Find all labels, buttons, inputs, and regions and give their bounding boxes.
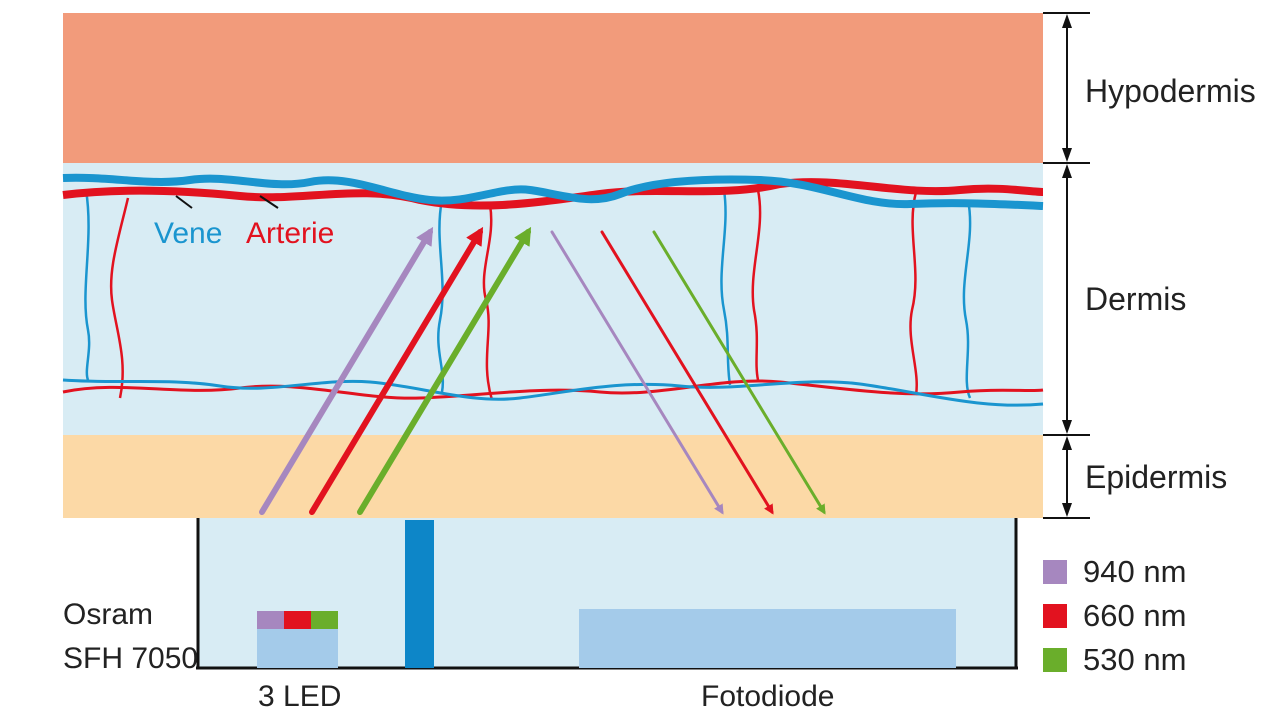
sensor-optical-barrier [405,520,434,668]
arrow-530-reflected [652,230,826,515]
vein-pointer [175,195,193,209]
legend-swatch-660 [1043,604,1067,628]
artery-label: Arterie [246,217,334,250]
vein-upper [62,173,1044,210]
hypodermis-label: Hypodermis [1085,73,1256,109]
epidermis-layer [63,435,1043,518]
legend-label-660: 660 nm [1083,598,1186,633]
wavelength-legend: 940 nm 660 nm 530 nm [1043,554,1186,677]
led-660 [284,611,311,629]
reflected-light-arrows [550,230,826,515]
vein-label: Vene [154,217,222,250]
arrow-660-incident [309,226,484,515]
legend-swatch-530 [1043,648,1067,672]
legend-label-530: 530 nm [1083,642,1186,677]
arrow-940-reflected [550,230,724,515]
legend-swatch-940 [1043,560,1067,584]
layer-dimension-markers [1043,12,1090,519]
led-940 [257,611,284,629]
vein-capillaries [84,189,972,399]
photodiode-label: Fotodiode [701,680,834,713]
led-530 [311,611,338,629]
arrow-660-reflected [600,230,774,515]
hypodermis-layer [63,13,1043,163]
arrow-940-incident [259,226,434,515]
artery-pointer [259,195,279,209]
dermis-label: Dermis [1085,281,1186,317]
legend-label-940: 940 nm [1083,554,1186,589]
vein-lower [62,378,1044,407]
epidermis-label: Epidermis [1085,459,1227,495]
sensor-name-line1: Osram [63,598,153,631]
photodiode-element [579,609,956,668]
led-package [257,628,338,668]
led-label: 3 LED [258,680,341,713]
sensor-name-line2: SFH 7050 [63,642,198,675]
incident-light-arrows [259,226,532,515]
arrow-530-incident [357,226,532,515]
